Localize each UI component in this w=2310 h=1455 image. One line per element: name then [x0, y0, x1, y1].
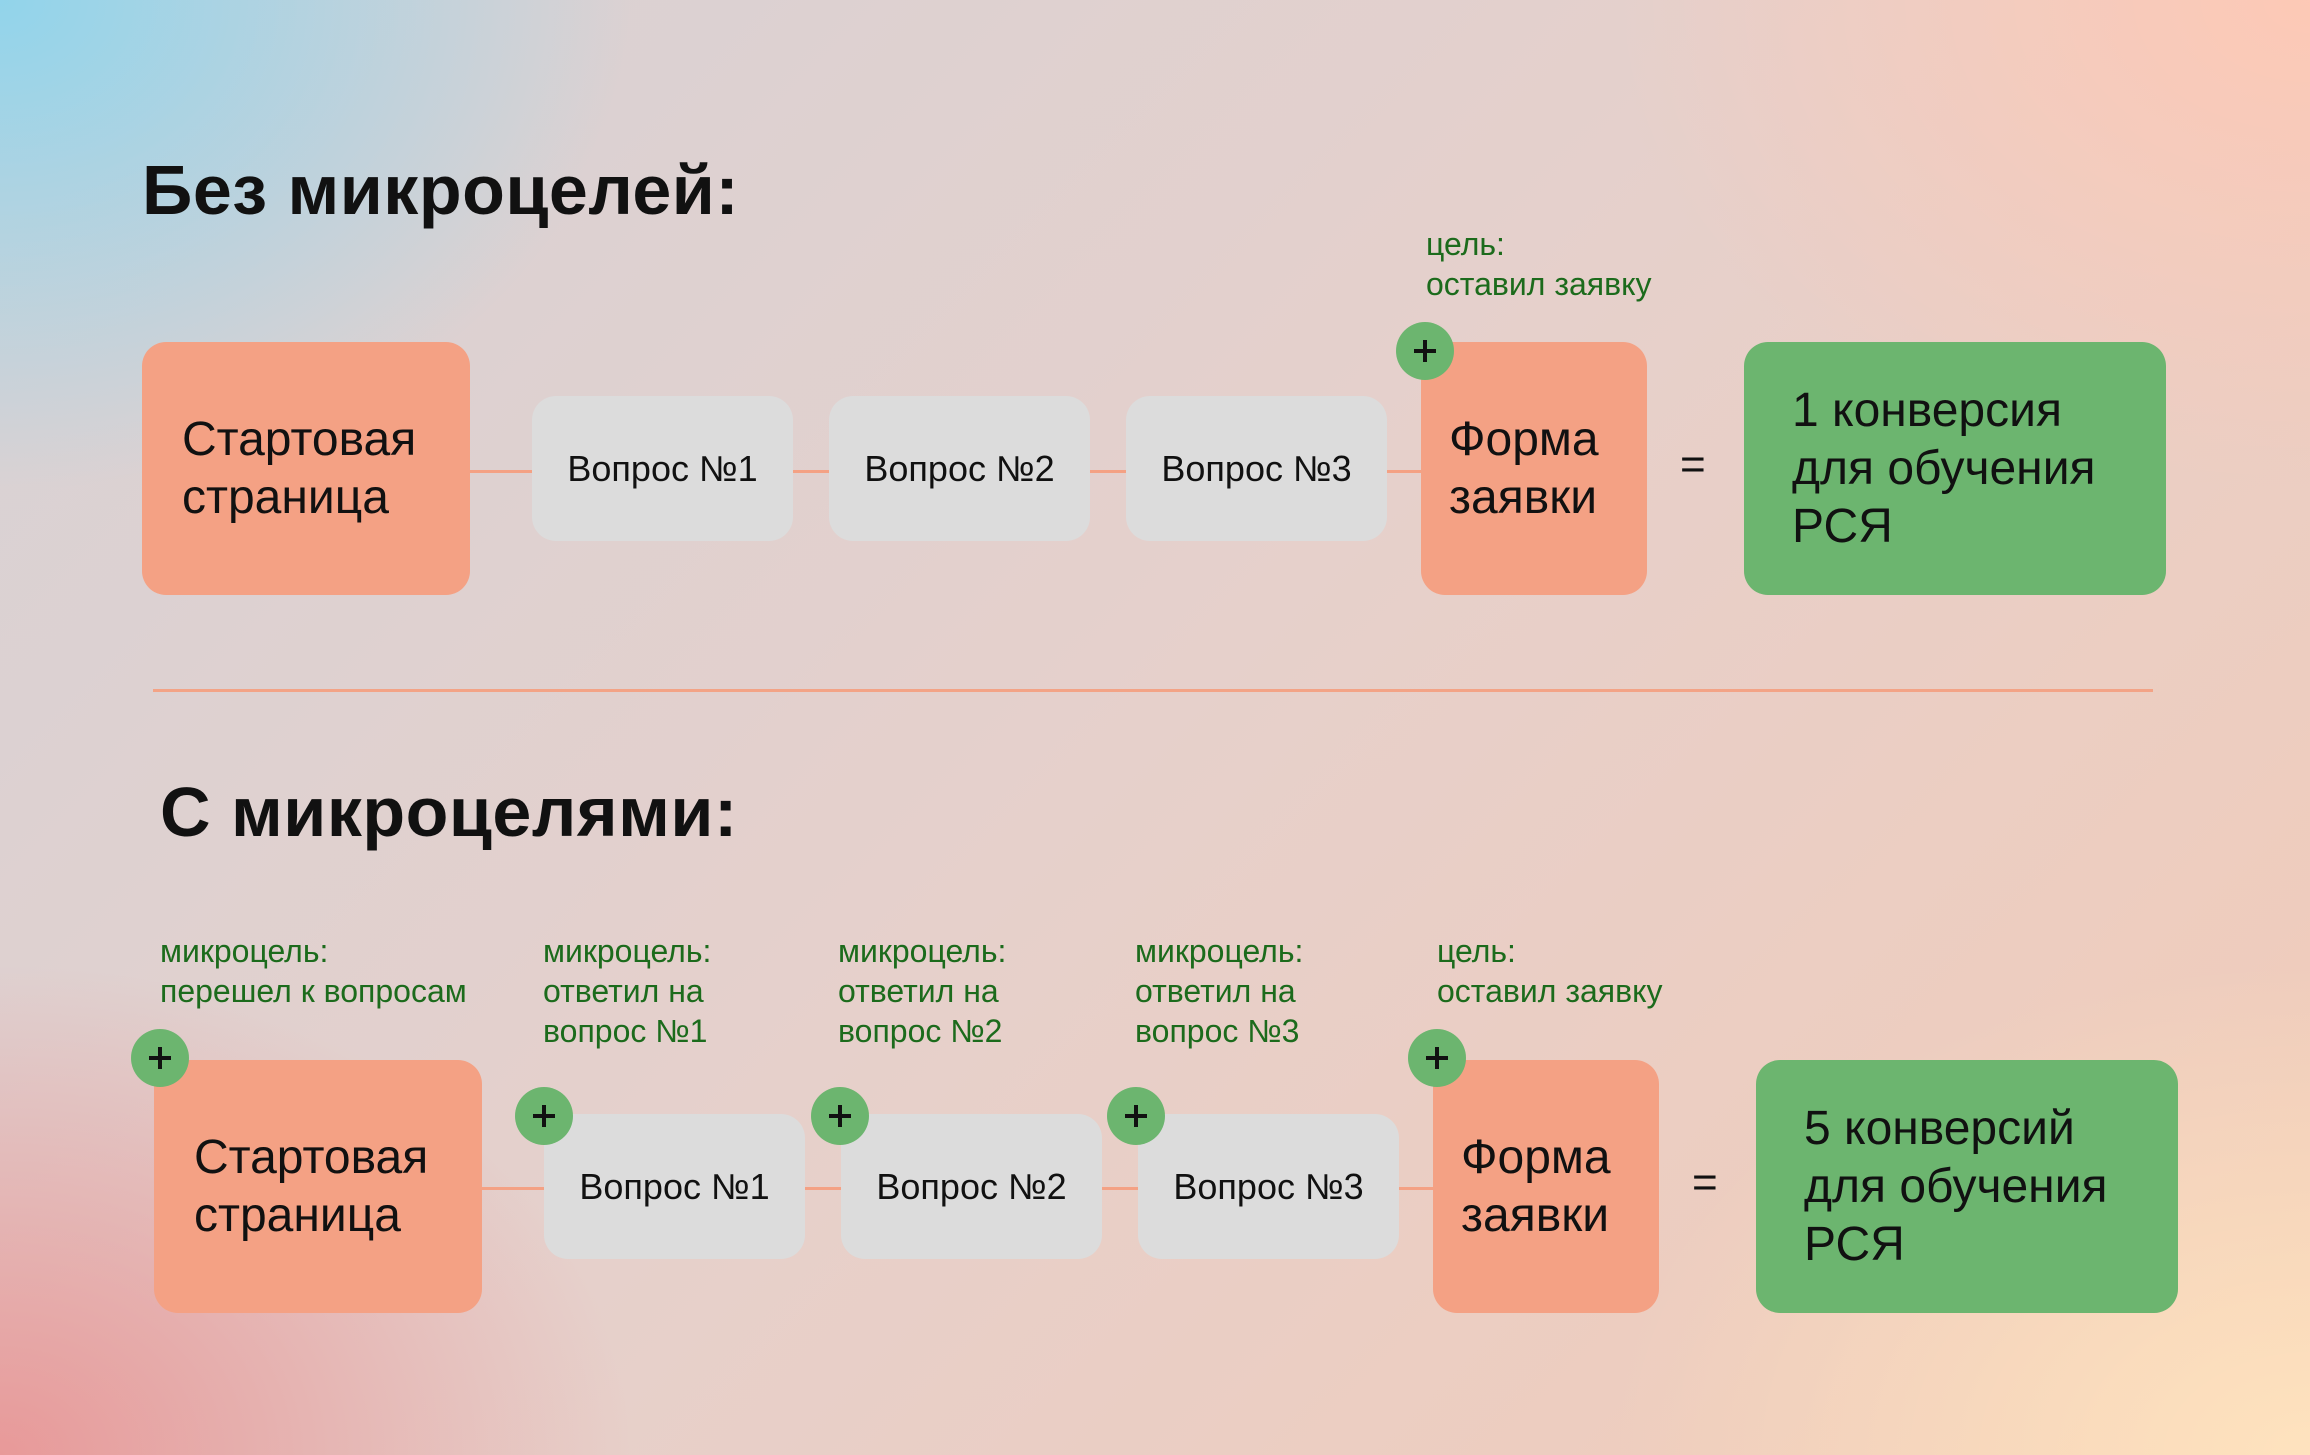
- question-3-label: Вопрос №3: [1173, 1165, 1364, 1207]
- start-page-label: Стартовая страница: [194, 1130, 429, 1242]
- microgoal-label-q3: микроцель: ответил на вопрос №3: [1135, 933, 1304, 1049]
- section-divider: [153, 689, 2153, 692]
- question-1-label: Вопрос №1: [579, 1165, 770, 1207]
- connector-line: [1102, 1187, 1138, 1190]
- connector-line: [1090, 470, 1126, 473]
- microgoal-label-start: микроцель: перешел к вопросам: [160, 933, 467, 1009]
- question-3-label: Вопрос №3: [1161, 447, 1352, 489]
- equals-sign: =: [1692, 1158, 1718, 1207]
- result-box: 1 конверсия для обучения РСЯ: [1744, 342, 2166, 595]
- result-label: 5 конверсий для обучения РСЯ: [1804, 1101, 2108, 1271]
- question-1-box: Вопрос №1: [544, 1114, 805, 1259]
- goal-label-form: цель: оставил заявку: [1437, 933, 1663, 1009]
- connector-line: [1387, 470, 1421, 473]
- plus-icon: [1107, 1087, 1165, 1145]
- microgoal-label-q2: микроцель: ответил на вопрос №2: [838, 933, 1007, 1049]
- connector-line: [1399, 1187, 1433, 1190]
- start-page-label: Стартовая страница: [182, 412, 417, 524]
- microgoal-label-q1: микроцель: ответил на вопрос №1: [543, 933, 712, 1049]
- connector-line: [805, 1187, 841, 1190]
- result-label: 1 конверсия для обучения РСЯ: [1792, 383, 2096, 553]
- equals-sign: =: [1680, 440, 1706, 489]
- connector-line: [482, 1187, 544, 1190]
- start-page-box: Стартовая страница: [154, 1060, 482, 1313]
- question-1-label: Вопрос №1: [567, 447, 758, 489]
- request-form-label: Форма заявки: [1449, 412, 1599, 524]
- question-2-box: Вопрос №2: [829, 396, 1090, 541]
- question-2-box: Вопрос №2: [841, 1114, 1102, 1259]
- connector-line: [470, 470, 532, 473]
- section2-title: С микроцелями:: [160, 773, 738, 851]
- connector-line: [793, 470, 829, 473]
- request-form-box: Форма заявки: [1421, 342, 1647, 595]
- section1-goal-label: цель: оставил заявку: [1426, 226, 1652, 302]
- plus-icon: [811, 1087, 869, 1145]
- plus-icon: [1408, 1029, 1466, 1087]
- start-page-box: Стартовая страница: [142, 342, 470, 595]
- result-box: 5 конверсий для обучения РСЯ: [1756, 1060, 2178, 1313]
- plus-icon: [515, 1087, 573, 1145]
- section1-title: Без микроцелей:: [142, 151, 740, 229]
- question-2-label: Вопрос №2: [876, 1165, 1067, 1207]
- plus-icon: [1396, 322, 1454, 380]
- question-3-box: Вопрос №3: [1138, 1114, 1399, 1259]
- plus-icon: [131, 1029, 189, 1087]
- request-form-label: Форма заявки: [1461, 1130, 1611, 1242]
- question-1-box: Вопрос №1: [532, 396, 793, 541]
- request-form-box: Форма заявки: [1433, 1060, 1659, 1313]
- question-2-label: Вопрос №2: [864, 447, 1055, 489]
- question-3-box: Вопрос №3: [1126, 396, 1387, 541]
